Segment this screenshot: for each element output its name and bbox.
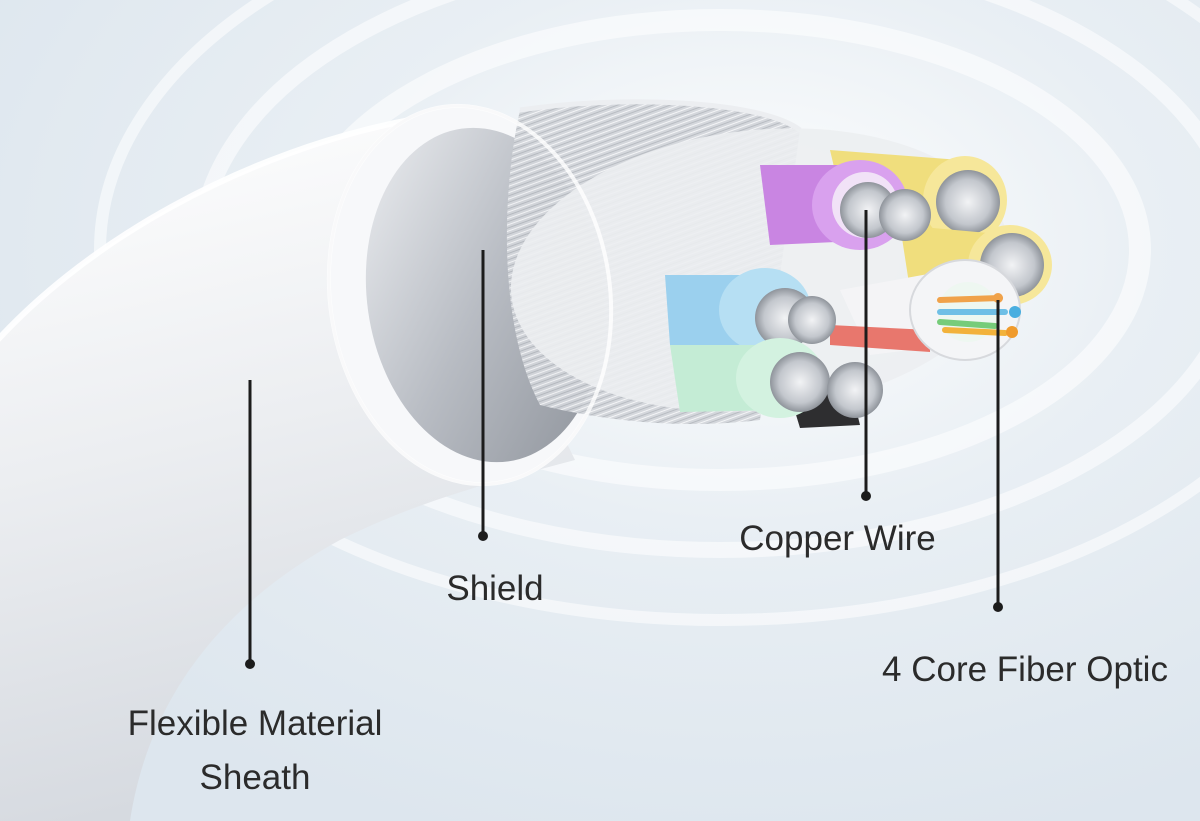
shield-label: Shield	[446, 569, 544, 608]
sheath-callout-dot	[245, 659, 255, 669]
callout-lines	[248, 210, 1000, 662]
fiber-strands	[937, 293, 1021, 338]
green-insulated-core	[670, 338, 883, 428]
fiber-optic-label: 4 Core Fiber Optic	[882, 650, 1168, 689]
sheath-label-line2: Sheath	[199, 758, 311, 797]
blue-insulated-core	[665, 268, 836, 352]
fiber-callout-dot	[993, 602, 1003, 612]
sheath-label-line1: Flexible Material	[127, 704, 383, 743]
sheath-label: Flexible Material Sheath	[80, 697, 430, 805]
purple-insulated-core	[760, 160, 931, 250]
copper-wire-label: Copper Wire	[739, 519, 936, 558]
copper-callout-dot	[861, 491, 871, 501]
jacket-rim	[326, 103, 614, 487]
fiber-optic-tube	[830, 259, 1021, 361]
callout-dots	[245, 491, 1003, 669]
shield-callout-dot	[478, 531, 488, 541]
